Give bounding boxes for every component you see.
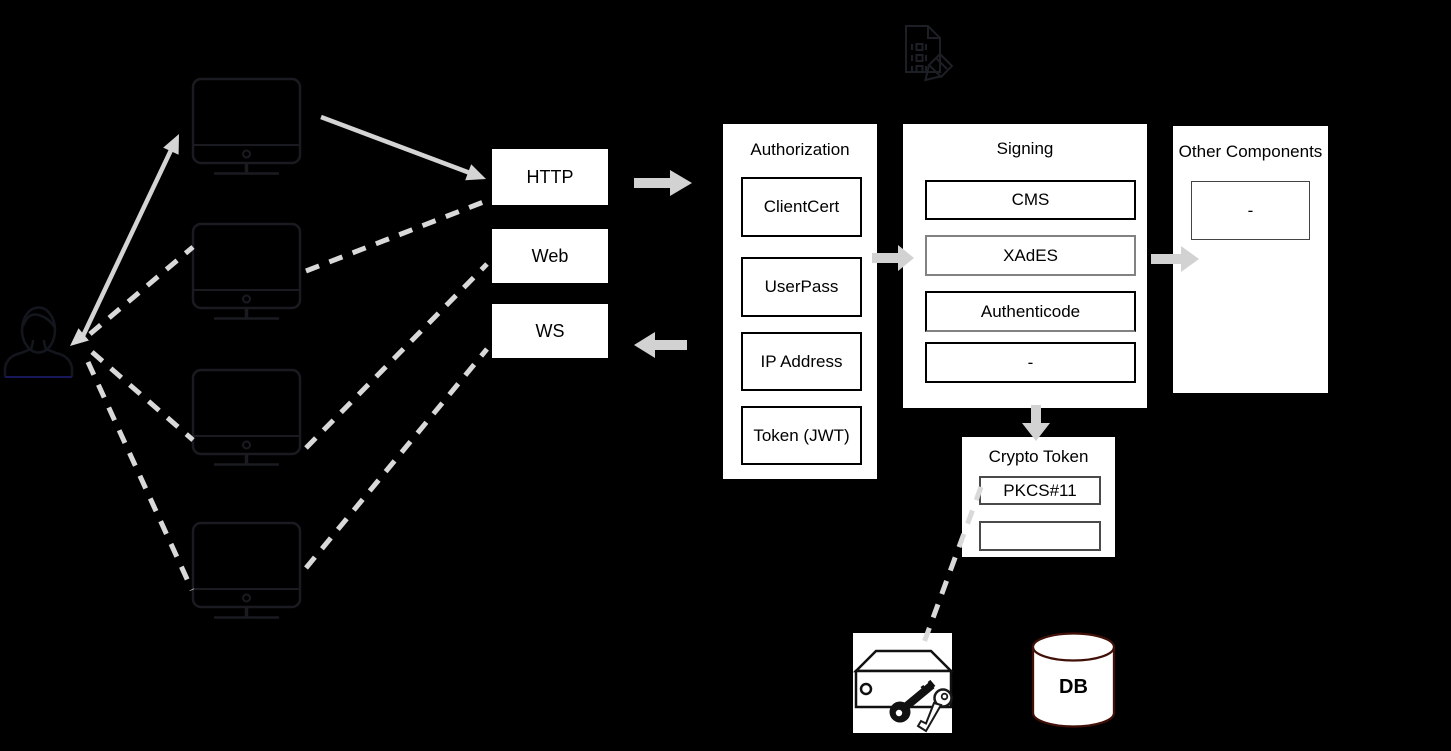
- connector-user-client2: [88, 245, 195, 336]
- arrowhead-to-client1: [163, 134, 179, 155]
- authorization-item-token-jwt: Token (JWT): [741, 406, 862, 465]
- crypto-token-item-empty: [979, 521, 1101, 551]
- signing-item-xades: XAdES: [925, 235, 1136, 276]
- document-pencil-icon: [905, 25, 954, 82]
- connector-user-client1: [79, 147, 175, 339]
- connector-client1-http: [320, 114, 471, 176]
- crypto-token-group: Crypto Token PKCS#11: [959, 434, 1118, 560]
- interface-web-label: Web: [531, 245, 569, 266]
- authorization-item-userpass: UserPass: [741, 257, 862, 317]
- database-label: DB: [1059, 676, 1088, 698]
- arrow-http-to-authorization: [634, 170, 692, 196]
- signing-title: Signing: [996, 139, 1054, 158]
- connector-client2-http: [305, 198, 487, 274]
- other-components-item-empty: -: [1191, 181, 1310, 240]
- connector-user-client4: [85, 360, 195, 592]
- solid-arrowheads: [163, 134, 486, 181]
- signing-item-cms: CMS: [925, 180, 1136, 220]
- crypto-token-title: Crypto Token: [988, 447, 1089, 466]
- solid-connectors: [79, 114, 471, 339]
- authorization-item-clientcert: ClientCert: [741, 177, 862, 237]
- authorization-item-ipaddress: IP Address: [741, 332, 862, 391]
- hsm-with-keys-icon: [852, 633, 955, 733]
- crypto-token-item-pkcs11: PKCS#11: [979, 476, 1101, 505]
- interface-web-box: Web: [490, 227, 610, 285]
- interface-ws-box: WS: [490, 302, 610, 360]
- connector-user-client3: [90, 350, 195, 442]
- other-components-title: Other Components: [1178, 142, 1323, 161]
- arrowhead-to-http: [465, 164, 486, 181]
- signing-group: Signing CMS XAdES Authenticode -: [901, 122, 1149, 410]
- other-components-group: Other Components -: [1171, 124, 1330, 395]
- desktop-monitor-icon: [191, 77, 302, 620]
- connector-client3-web: [304, 262, 489, 450]
- interface-ws-label: WS: [535, 320, 565, 341]
- interface-http-label: HTTP: [526, 166, 574, 187]
- user-silhouette-icon: [3, 306, 74, 378]
- authorization-group: Authorization ClientCert UserPass IP Add…: [721, 122, 879, 481]
- signing-item-empty: -: [925, 342, 1136, 383]
- connector-client4-ws: [304, 347, 489, 570]
- interface-http-box: HTTP: [490, 147, 610, 207]
- authorization-title: Authorization: [750, 140, 850, 159]
- arrow-authorization-to-ws: [634, 332, 687, 358]
- signing-item-authenticode: Authenticode: [925, 291, 1136, 332]
- arrowhead-to-user: [70, 328, 89, 346]
